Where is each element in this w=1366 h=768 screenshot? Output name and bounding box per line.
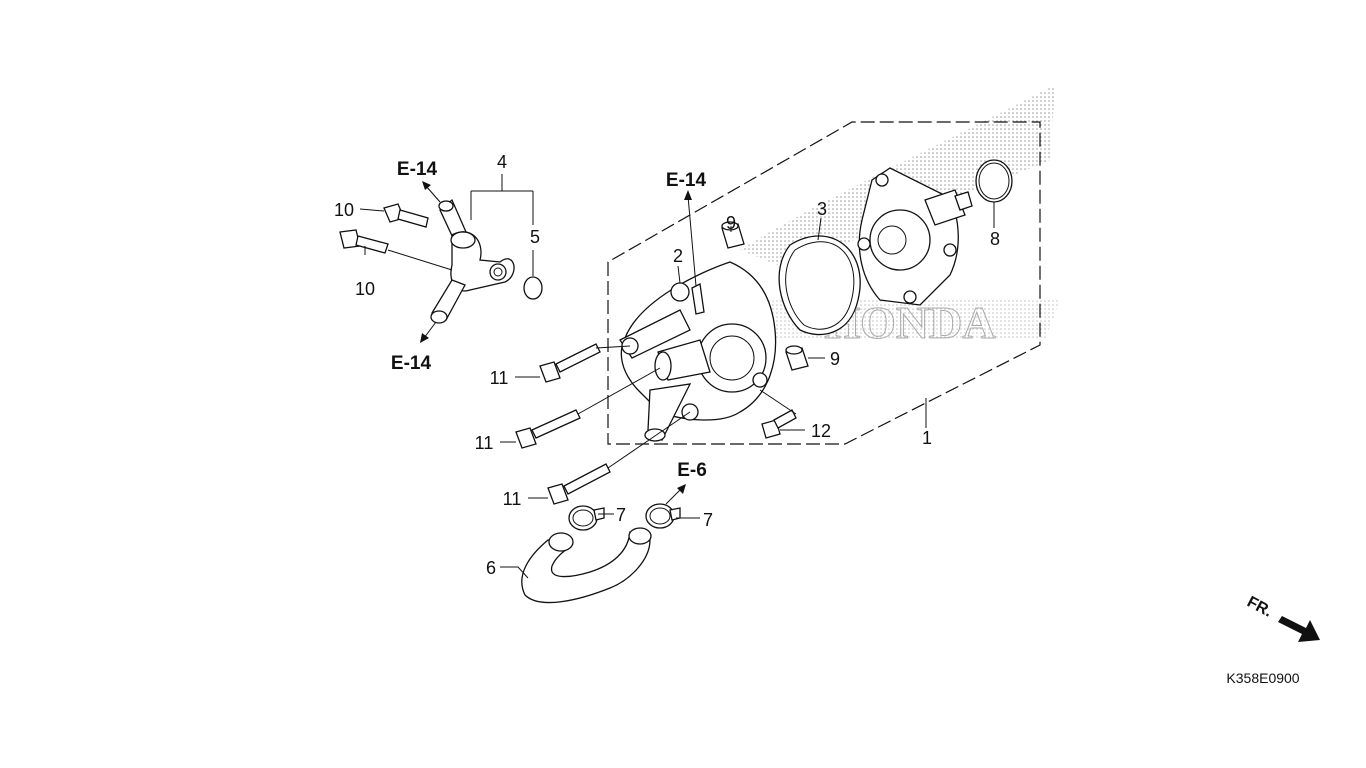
front-arrow-icon — [1278, 616, 1320, 642]
callout-11-bottom: 11 — [503, 489, 522, 509]
callout-9-lower: 9 — [830, 349, 840, 369]
callout-4: 4 — [497, 152, 507, 172]
bolt-10-lower — [339, 229, 389, 254]
callout-3: 3 — [817, 199, 827, 219]
front-label: FR. — [1244, 594, 1275, 621]
ref-e6: E-6 — [677, 460, 707, 481]
callout-11-middle: 11 — [475, 433, 494, 453]
water-pipe-joint — [430, 198, 515, 324]
callout-6: 6 — [486, 558, 496, 578]
callout-11-top: 11 — [490, 368, 509, 388]
ref-e14-center: E-14 — [666, 170, 707, 191]
leader-lines — [359, 174, 995, 579]
hose-clamp-7-left — [568, 505, 605, 531]
water-pump-cover — [619, 261, 777, 442]
callout-12: 12 — [811, 421, 831, 441]
bolt-12 — [761, 409, 797, 439]
front-direction-marker: FR. — [1244, 594, 1320, 642]
ref-e14-bottom-left: E-14 — [391, 353, 432, 374]
callout-7-right: 7 — [703, 510, 713, 530]
hose-clamp-7-right — [645, 503, 681, 529]
callout-10-upper: 10 — [334, 200, 354, 220]
callout-10-lower: 10 — [355, 279, 375, 299]
ref-e14-top-left: E-14 — [397, 159, 438, 180]
collar-9-upper — [721, 221, 745, 249]
o-ring-5 — [523, 276, 543, 300]
callout-8: 8 — [990, 229, 1000, 249]
gasket-3 — [778, 235, 861, 336]
water-pump-body — [857, 167, 973, 306]
o-ring-8 — [975, 159, 1013, 203]
water-hose-6 — [521, 527, 652, 604]
callout-5: 5 — [530, 227, 540, 247]
callout-7-left: 7 — [616, 505, 626, 525]
callout-9-upper: 9 — [726, 213, 736, 233]
bolt-11-top — [539, 343, 601, 383]
collar-9-lower — [785, 345, 809, 371]
reference-arrows — [420, 181, 697, 505]
catalog-code: K358E0900 — [1226, 670, 1299, 686]
callout-1: 1 — [922, 428, 932, 448]
callout-2: 2 — [673, 246, 683, 266]
bolt-11-bottom — [547, 463, 611, 505]
bolt-11-middle — [515, 409, 581, 449]
assembly-boundary — [607, 121, 1041, 445]
bolt-10-upper — [383, 203, 429, 228]
